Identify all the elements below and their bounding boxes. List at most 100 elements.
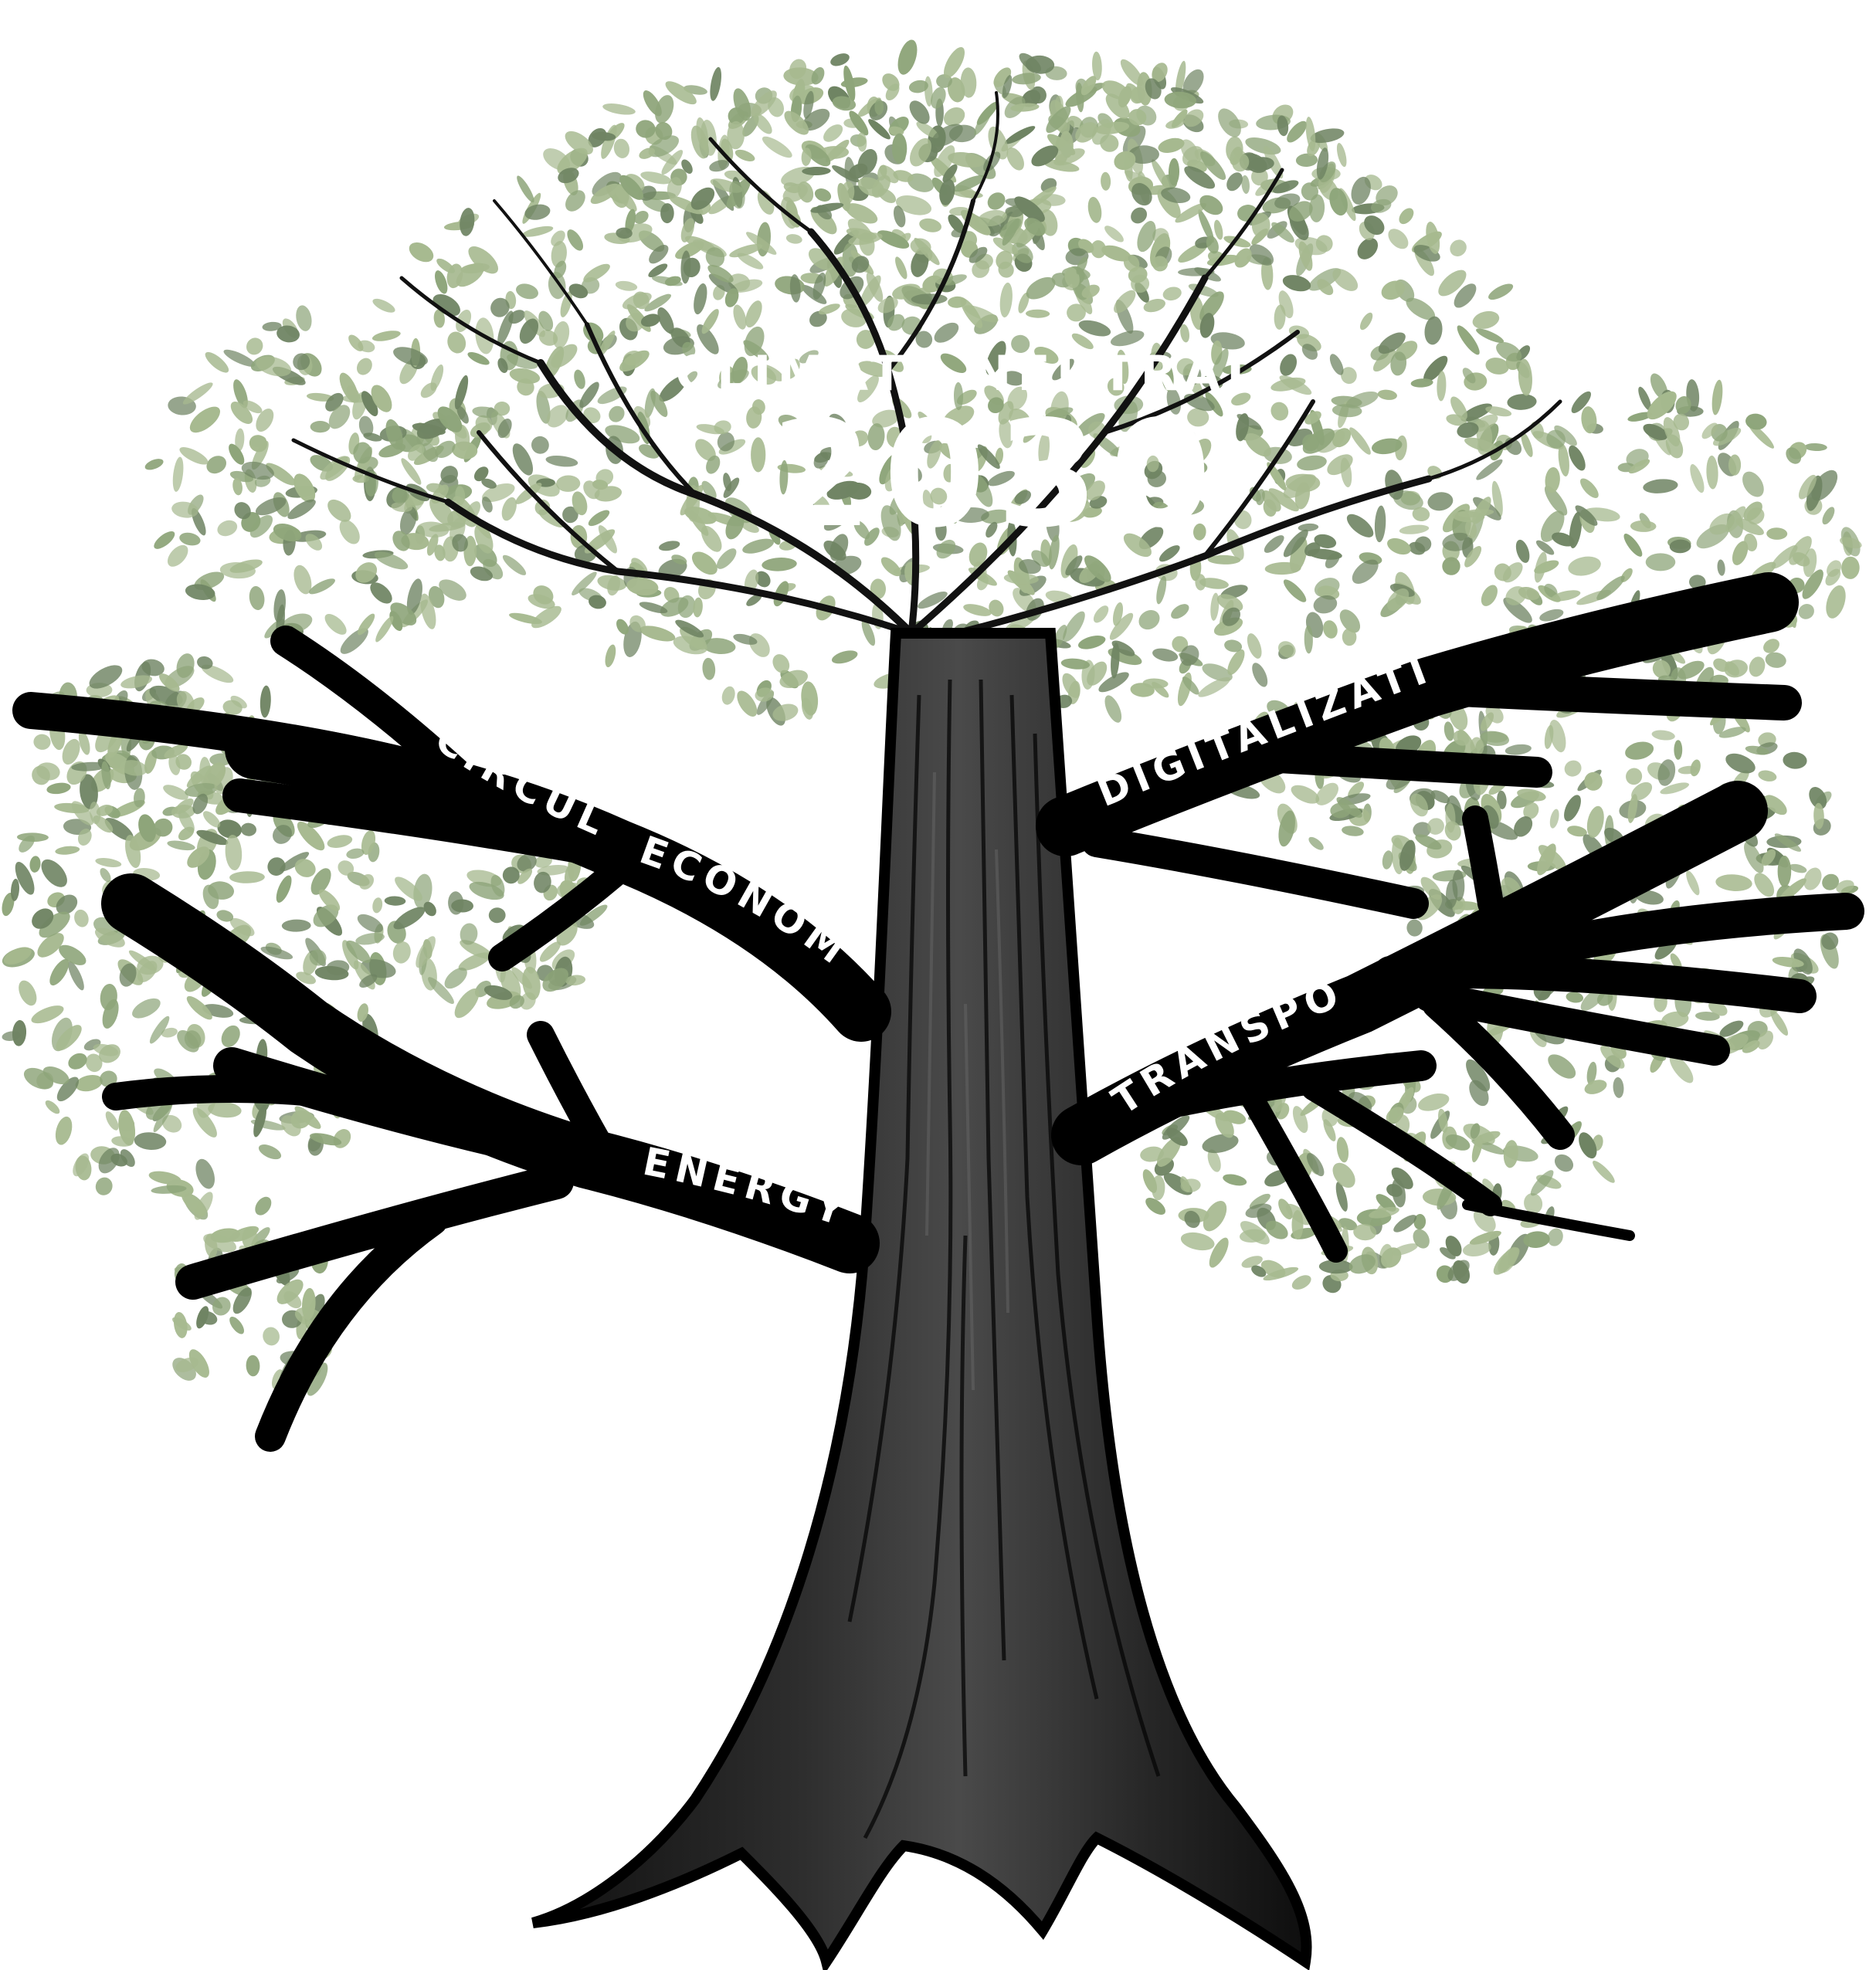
leaf bbox=[1384, 225, 1412, 253]
leaf bbox=[93, 1175, 115, 1198]
leaf bbox=[134, 1131, 167, 1151]
leaf bbox=[310, 421, 331, 432]
leaf bbox=[1307, 835, 1326, 853]
leaf bbox=[103, 1110, 120, 1133]
leaf bbox=[307, 576, 338, 598]
leaf bbox=[151, 528, 178, 552]
leaf bbox=[1377, 388, 1398, 401]
leaf bbox=[445, 330, 468, 356]
leaf bbox=[326, 833, 354, 850]
leaf bbox=[986, 598, 1006, 619]
leaf bbox=[1544, 1049, 1580, 1083]
leaf bbox=[820, 121, 846, 146]
leaf bbox=[1823, 583, 1850, 621]
leaf bbox=[1471, 308, 1501, 331]
leaf bbox=[1292, 1210, 1304, 1239]
leaf bbox=[962, 602, 993, 619]
leaf bbox=[1328, 1158, 1360, 1192]
leaf bbox=[203, 453, 229, 477]
leaf bbox=[1796, 601, 1817, 622]
leaf bbox=[1513, 538, 1532, 565]
leaf bbox=[354, 355, 375, 378]
leaf bbox=[1757, 768, 1778, 783]
leaf bbox=[984, 189, 1009, 214]
leaf bbox=[1427, 490, 1454, 513]
leaf bbox=[227, 1314, 247, 1337]
leaf bbox=[1026, 309, 1050, 318]
leaf bbox=[1286, 474, 1321, 493]
leaf bbox=[1162, 285, 1183, 302]
leaf bbox=[1623, 739, 1656, 762]
leaf bbox=[66, 1050, 90, 1073]
leaf bbox=[759, 133, 795, 161]
leaf bbox=[261, 1325, 282, 1348]
leaf bbox=[1277, 351, 1300, 378]
leaf bbox=[691, 282, 710, 315]
leaf bbox=[1715, 873, 1753, 893]
leaf bbox=[1296, 453, 1328, 472]
leaf bbox=[1750, 870, 1778, 900]
leaf bbox=[95, 856, 122, 869]
leaf bbox=[129, 995, 164, 1022]
leaf bbox=[55, 845, 80, 856]
leaf bbox=[164, 541, 192, 571]
leaf bbox=[1594, 573, 1628, 604]
leaf bbox=[602, 101, 636, 117]
leaf bbox=[1804, 442, 1827, 451]
leaf bbox=[1477, 582, 1501, 609]
leaf bbox=[458, 207, 476, 237]
leaf bbox=[260, 685, 272, 717]
leaf bbox=[1738, 468, 1768, 501]
leaf bbox=[1399, 524, 1430, 536]
leaf bbox=[1505, 743, 1532, 756]
leaf bbox=[1200, 1131, 1240, 1156]
leaf bbox=[586, 507, 612, 529]
leaf bbox=[812, 186, 833, 204]
leaf bbox=[240, 822, 257, 837]
leaf bbox=[1267, 399, 1291, 424]
leaf bbox=[1249, 660, 1270, 689]
leaf bbox=[1102, 223, 1126, 245]
leaf bbox=[521, 224, 555, 239]
leaf bbox=[1684, 869, 1702, 897]
leaf bbox=[1101, 172, 1111, 191]
leaf bbox=[29, 856, 41, 873]
leaf bbox=[734, 147, 757, 164]
leaf bbox=[1706, 456, 1719, 490]
leaf bbox=[894, 38, 921, 77]
leaf bbox=[572, 368, 588, 390]
leaf bbox=[874, 99, 884, 115]
leaf bbox=[256, 1141, 283, 1162]
leaf bbox=[166, 839, 195, 852]
leaf bbox=[892, 134, 907, 164]
leaf bbox=[1374, 505, 1387, 542]
leaf bbox=[1583, 1077, 1609, 1097]
leaf bbox=[144, 456, 165, 472]
leaf bbox=[1003, 123, 1037, 147]
leaf bbox=[1416, 1090, 1451, 1114]
leaf bbox=[1674, 740, 1682, 760]
leaf bbox=[918, 216, 943, 234]
leaf bbox=[564, 227, 586, 253]
leaf bbox=[1745, 412, 1768, 431]
leaf bbox=[1447, 236, 1470, 259]
leaf bbox=[1385, 535, 1413, 558]
leaf bbox=[243, 334, 266, 358]
leaf bbox=[658, 539, 681, 552]
leaf bbox=[931, 319, 962, 347]
leaf bbox=[1264, 460, 1290, 493]
leaf bbox=[545, 454, 578, 469]
leaf bbox=[1101, 693, 1125, 724]
leaf bbox=[1358, 310, 1376, 332]
leaf bbox=[178, 531, 202, 547]
leaf bbox=[1561, 792, 1585, 824]
leaf bbox=[1281, 273, 1313, 294]
leaf bbox=[53, 1114, 75, 1146]
leaf bbox=[1169, 158, 1180, 186]
leaf bbox=[528, 432, 552, 457]
leaf bbox=[390, 903, 428, 934]
leaf bbox=[615, 280, 638, 293]
leaf bbox=[1717, 559, 1726, 576]
leaf bbox=[1244, 632, 1264, 661]
leaf bbox=[248, 585, 266, 612]
